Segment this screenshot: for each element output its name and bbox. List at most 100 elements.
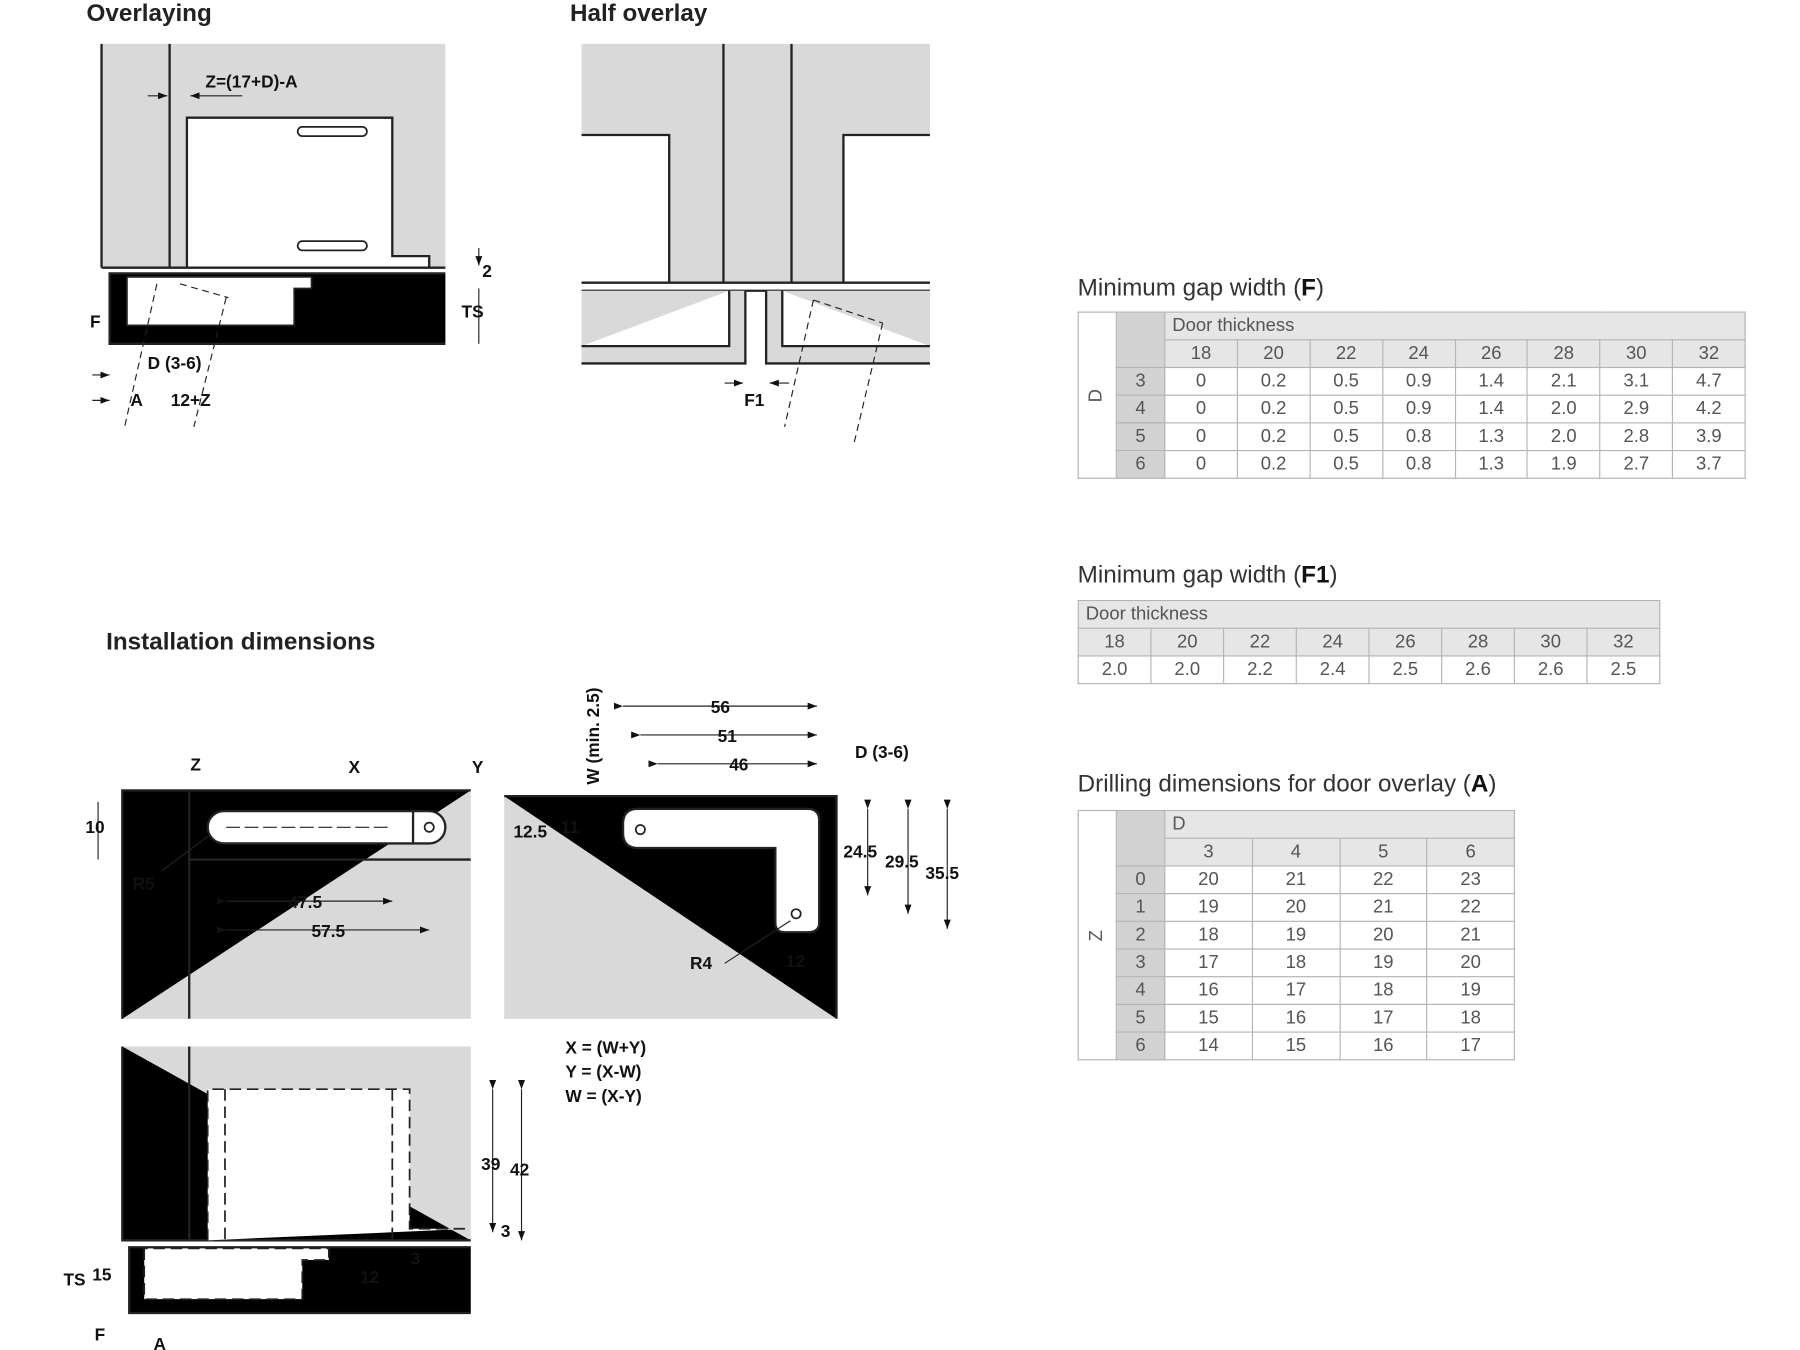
table-cell: 20	[1426, 948, 1515, 978]
label-d-range: D (3-6)	[148, 353, 202, 373]
label-d-range-2: D (3-6)	[855, 742, 909, 762]
row-header: 6	[1115, 1031, 1166, 1061]
column-header: 28	[1441, 627, 1515, 657]
label-29-5: 29.5	[885, 852, 919, 872]
table-cell: 2.6	[1513, 655, 1588, 685]
label-a-2: A	[153, 1334, 166, 1350]
table-cell: 21	[1338, 893, 1428, 922]
table-cell: 0.8	[1381, 422, 1456, 452]
table-cell: 2.5	[1368, 655, 1443, 685]
label-51: 51	[718, 726, 738, 746]
title-text: )	[1329, 561, 1338, 589]
heading-half-overlay: Half overlay	[569, 0, 708, 27]
row-axis-label: Z	[1077, 809, 1117, 1061]
table-cell: 21	[1426, 920, 1515, 950]
label-46: 46	[729, 755, 748, 775]
row-header: 0	[1115, 865, 1166, 895]
table-cell: 16	[1338, 1031, 1428, 1061]
title-symbol: F1	[1301, 561, 1330, 589]
table-cell: 18	[1251, 948, 1341, 978]
label-f1: F1	[744, 390, 765, 410]
label-3-a: 3	[501, 1221, 511, 1241]
label-ts-2: TS	[63, 1269, 85, 1289]
table-cell: 2.0	[1526, 422, 1601, 452]
row-axis-text: Z	[1086, 929, 1107, 941]
table-cell: 3.1	[1599, 366, 1674, 396]
label-15: 15	[92, 1265, 112, 1285]
table-cell: 3.9	[1672, 422, 1746, 452]
title-symbol: A	[1470, 770, 1489, 798]
column-header: 24	[1381, 339, 1456, 369]
label-y: Y	[472, 757, 484, 777]
column-header: 3	[1164, 837, 1253, 867]
label-z-formula: Z=(17+D)-A	[205, 72, 298, 92]
column-header: 32	[1586, 627, 1661, 657]
table-cell: 0	[1164, 422, 1238, 452]
table-a-title: Drilling dimensions for door overlay (A)	[1078, 771, 1497, 799]
row-header: 5	[1115, 422, 1166, 452]
label-57-5: 57.5	[312, 921, 346, 941]
row-header: 3	[1115, 366, 1166, 396]
table-cell: 1.3	[1454, 422, 1529, 452]
table-f-title: Minimum gap width (F)	[1078, 275, 1324, 303]
column-header: 20	[1236, 339, 1311, 369]
label-2: 2	[482, 261, 492, 281]
column-header: 28	[1526, 339, 1601, 369]
table-cell: 19	[1164, 893, 1253, 922]
installation-side-view-drawing	[121, 1046, 525, 1315]
row-header: 5	[1115, 1003, 1166, 1033]
table-cell: 19	[1426, 976, 1515, 1005]
table-cell: 18	[1164, 920, 1253, 950]
corner-cell	[1115, 311, 1166, 369]
label-24-5: 24.5	[843, 841, 877, 861]
label-r5: R5	[133, 874, 155, 894]
table-cell: 2.1	[1526, 366, 1601, 396]
table-cell: 0.5	[1309, 422, 1383, 452]
title-text: Minimum gap width (	[1077, 274, 1302, 302]
heading-installation: Installation dimensions	[106, 628, 376, 656]
column-header: 26	[1454, 339, 1529, 369]
formula-y: Y = (X-W)	[565, 1062, 641, 1082]
column-header: 30	[1599, 339, 1674, 369]
title-text: Minimum gap width (	[1077, 561, 1302, 589]
column-caption: Door thickness	[1077, 599, 1661, 629]
table-cell: 0.5	[1309, 394, 1383, 424]
table-cell: 0.5	[1309, 449, 1383, 479]
table-cell: 15	[1164, 1003, 1253, 1033]
table-cell: 2.0	[1077, 655, 1152, 685]
title-symbol: F	[1301, 274, 1316, 302]
table-cell: 16	[1164, 976, 1253, 1005]
column-header: 5	[1338, 837, 1428, 867]
table-cell: 4.7	[1672, 366, 1746, 396]
label-w-min: W (min. 2.5)	[583, 688, 603, 785]
table-cell: 2.4	[1295, 655, 1370, 685]
table-cell: 0.2	[1236, 366, 1311, 396]
table-cell: 21	[1251, 865, 1341, 895]
label-ts: TS	[462, 301, 484, 321]
table-cell: 0	[1164, 449, 1238, 479]
table-cell: 19	[1251, 920, 1341, 950]
table-cell: 22	[1426, 893, 1515, 922]
row-header: 4	[1115, 394, 1166, 424]
table-cell: 23	[1426, 865, 1515, 895]
table-cell: 0.2	[1236, 394, 1311, 424]
column-header: 22	[1223, 627, 1297, 657]
installation-cabinet-plate-drawing	[97, 789, 471, 1019]
label-z: Z	[190, 755, 201, 775]
table-cell: 18	[1426, 1003, 1515, 1033]
heading-overlaying: Overlaying	[86, 0, 212, 27]
label-10: 10	[85, 817, 104, 837]
title-text: )	[1488, 770, 1497, 798]
